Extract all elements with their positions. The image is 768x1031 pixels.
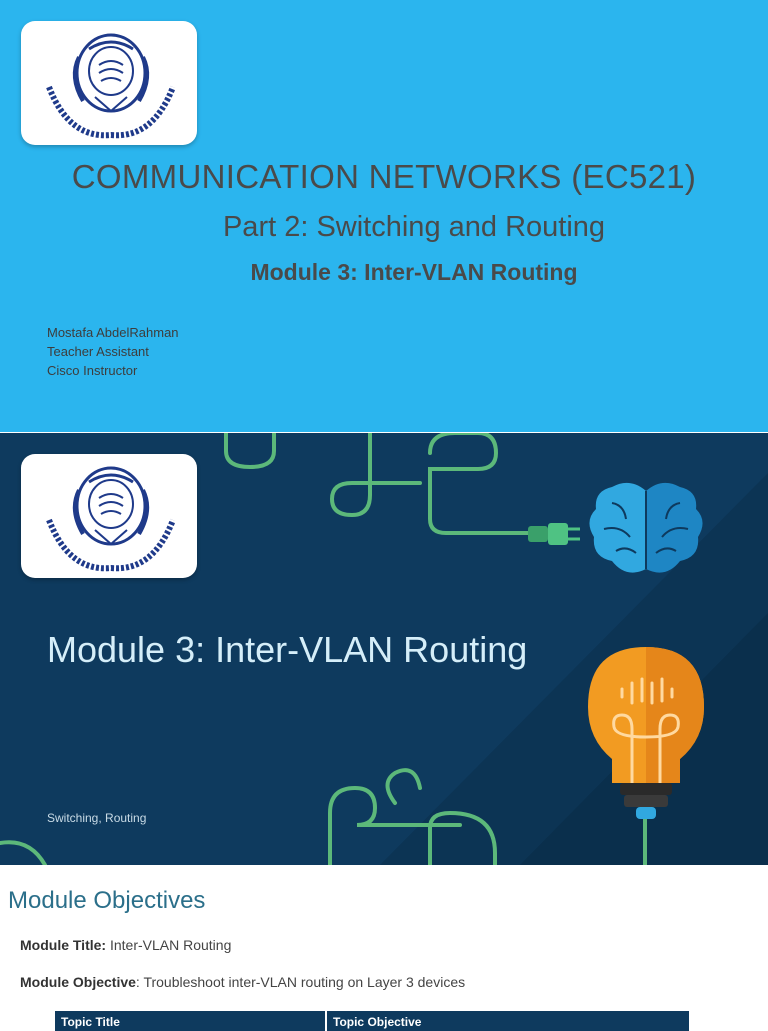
module-cover-slide: Module 3: Inter-VLAN Routing Switching, … [0, 433, 768, 865]
topics-table-header: Topic Title Topic Objective [55, 1011, 689, 1031]
university-seal-icon [46, 33, 176, 139]
module-title-label: Module Title: [20, 937, 107, 953]
module-title-line: Module Title: Inter-VLAN Routing [20, 937, 231, 953]
lightbulb-icon [588, 647, 704, 819]
module-objective-label: Module Objective [20, 974, 136, 990]
table-header-topic-objective: Topic Objective [333, 1015, 422, 1029]
table-divider [325, 1011, 327, 1031]
presenter-name: Mostafa AbdelRahman [47, 325, 179, 340]
objectives-slide: Module Objectives Module Title: Inter-VL… [0, 866, 768, 1031]
presenter-role-1: Teacher Assistant [47, 344, 149, 359]
title-slide: COMMUNICATION NETWORKS (EC521) Part 2: S… [0, 0, 768, 432]
part-title: Part 2: Switching and Routing [222, 211, 606, 243]
table-header-topic-title: Topic Title [61, 1015, 120, 1029]
slide-title: Module 3: Inter-VLAN Routing [47, 629, 528, 670]
module-objective-value: : Troubleshoot inter-VLAN routing on Lay… [135, 974, 466, 990]
circuit-lines [0, 433, 768, 865]
course-title: COMMUNICATION NETWORKS (EC521) [71, 158, 697, 195]
objectives-heading: Module Objectives [8, 887, 206, 914]
module-title-value: Inter-VLAN Routing [106, 937, 232, 953]
module-title: Module 3: Inter-VLAN Routing [250, 259, 578, 285]
brain-icon [589, 482, 703, 573]
slide-subtitle: Switching, Routing [47, 811, 147, 825]
plug-icon [528, 523, 580, 545]
module-objective-line: Module Objective: Troubleshoot inter-VLA… [20, 974, 465, 990]
university-seal-icon [46, 466, 176, 572]
university-logo [21, 21, 197, 145]
presenter-role-2: Cisco Instructor [47, 363, 138, 378]
university-logo-2 [21, 454, 197, 578]
